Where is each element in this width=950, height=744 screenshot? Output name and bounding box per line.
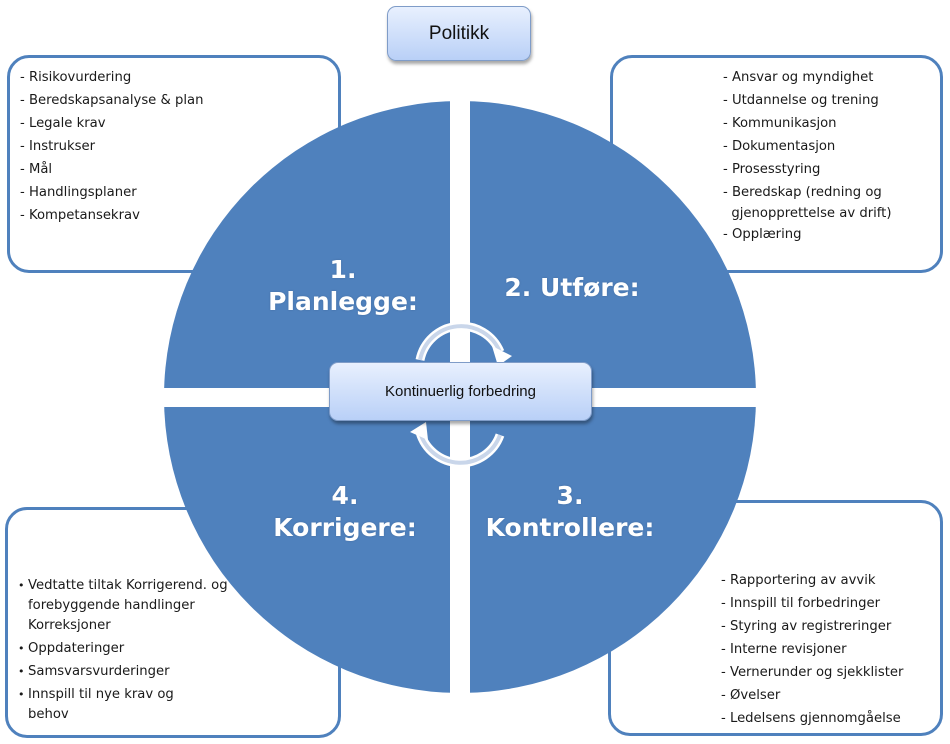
list-item: - Beredskapsanalyse & plan — [20, 93, 204, 108]
list-item: - Opplæring — [723, 227, 802, 242]
center-box[interactable]: Kontinuerlig forbedring — [329, 362, 592, 421]
list-item: Samsvarsvurderinger — [18, 662, 228, 682]
list-item: Oppdateringer — [18, 639, 228, 659]
check-list: - Rapportering av avvik - Innspill til f… — [721, 569, 903, 730]
do-list: - Ansvar og myndighet - Utdannelse og tr… — [723, 66, 892, 246]
list-item: - Risikovurdering — [20, 70, 132, 85]
quadrant-name: Planlegge: — [268, 287, 418, 316]
list-item: - Vernerunder og sjekklister — [721, 665, 904, 680]
act-list: Vedtatte tiltak Korrigerend. og forebygg… — [18, 576, 228, 725]
cycle-arrows-icon — [410, 321, 512, 468]
list-item: Vedtatte tiltak Korrigerend. og forebygg… — [18, 576, 228, 636]
list-item: - Innspill til forbedringer — [721, 596, 881, 611]
quadrant-label-do: 2. Utføre: — [492, 272, 652, 304]
list-item: - Instrukser — [20, 139, 96, 154]
quadrant-number: 3. — [556, 481, 584, 510]
center-box-label: Kontinuerlig forbedring — [385, 383, 536, 400]
list-item: - Ansvar og myndighet — [723, 70, 874, 85]
quadrant-number: 2. — [504, 273, 532, 302]
list-item: - Styring av registreringer — [721, 619, 892, 634]
list-item: - Ledelsens gjennomgåelse — [721, 711, 901, 726]
quadrant-label-check: 3. Kontrollere: — [480, 480, 660, 544]
list-item: - Kommunikasjon — [723, 116, 837, 131]
plan-list: - Risikovurdering - Beredskapsanalyse & … — [20, 66, 203, 227]
list-item: Innspill til nye krav og behov — [18, 685, 208, 725]
list-item: - Legale krav — [20, 116, 106, 131]
quadrant-act[interactable] — [150, 407, 450, 707]
quadrant-check[interactable] — [470, 407, 770, 707]
quadrant-do[interactable] — [470, 90, 770, 388]
title-box[interactable]: Politikk — [387, 6, 531, 61]
quadrant-plan[interactable] — [150, 90, 450, 388]
list-item: - Rapportering av avvik — [721, 573, 876, 588]
quadrant-number: 1. — [329, 255, 357, 284]
list-item: gjenopprettelse av drift) — [723, 206, 892, 221]
list-item: - Handlingsplaner — [20, 185, 137, 200]
list-item: - Beredskap (redning og — [723, 185, 882, 200]
list-item: - Mål — [20, 162, 53, 177]
quadrant-name: Korrigere: — [273, 513, 417, 542]
quadrant-name: Kontrollere: — [485, 513, 655, 542]
quadrant-label-plan: 1. Planlegge: — [268, 254, 418, 318]
list-item: - Dokumentasjon — [723, 139, 836, 154]
list-item: - Interne revisjoner — [721, 642, 847, 657]
title-box-label: Politikk — [428, 22, 490, 44]
list-item: - Kompetansekrav — [20, 208, 140, 223]
list-item: - Øvelser — [721, 688, 781, 703]
quadrant-name: Utføre: — [540, 273, 640, 302]
list-item: - Utdannelse og trening — [723, 93, 879, 108]
quadrant-number: 4. — [331, 481, 359, 510]
list-item: - Prosesstyring — [723, 162, 821, 177]
quadrant-label-act: 4. Korrigere: — [270, 480, 420, 544]
